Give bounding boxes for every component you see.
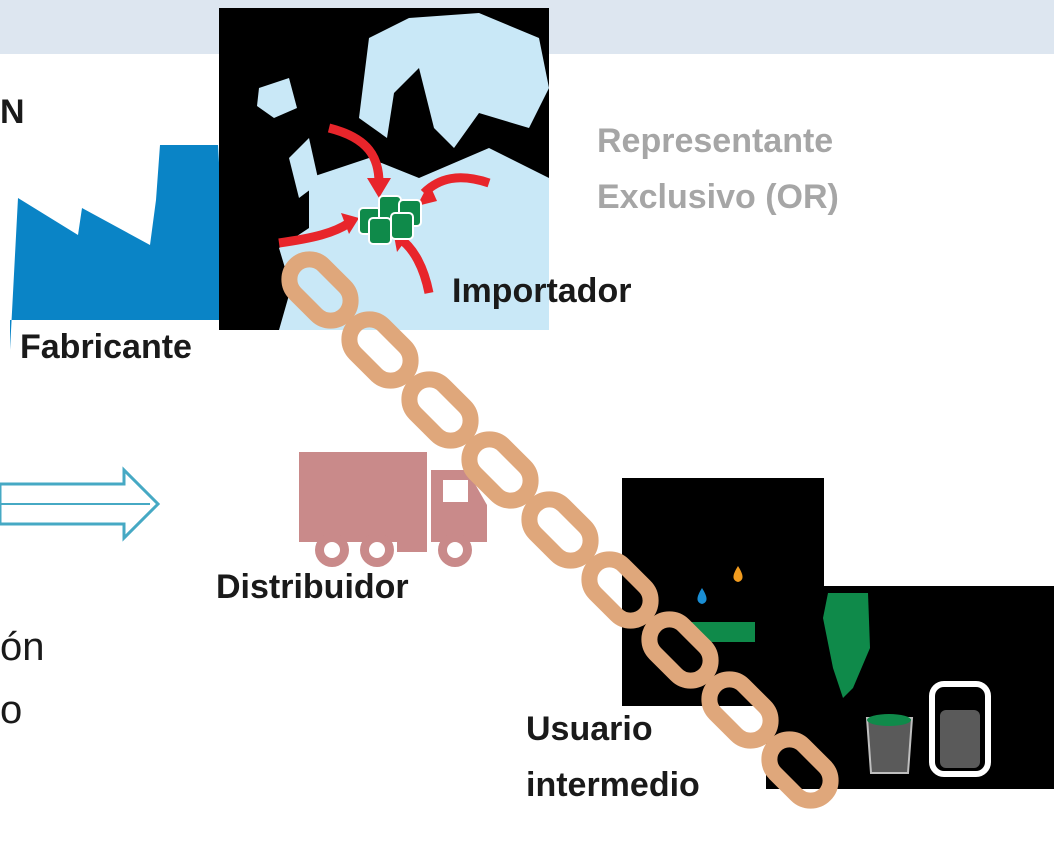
truck-icon — [299, 452, 487, 567]
representante-label-line2: Exclusivo (OR) — [597, 178, 839, 216]
chain-icon — [281, 251, 839, 809]
right-arrow-icon — [0, 466, 161, 542]
usuario-label-line1: Usuario — [526, 710, 653, 748]
spray-can-icon — [929, 681, 991, 777]
truncated-body-2: o — [0, 688, 23, 732]
usuario-label-line2: intermedio — [526, 766, 700, 804]
paint-bucket-icon — [865, 714, 914, 774]
paint-brush-icon — [823, 593, 870, 698]
truncated-heading: N — [0, 93, 25, 131]
factory-icon — [10, 145, 232, 350]
representante-label-line1: Representante — [597, 122, 834, 160]
importador-label: Importador — [452, 272, 632, 310]
fabricante-label: Fabricante — [20, 328, 192, 366]
distribuidor-label: Distribuidor — [216, 568, 409, 606]
truncated-body-1: ón — [0, 625, 45, 669]
